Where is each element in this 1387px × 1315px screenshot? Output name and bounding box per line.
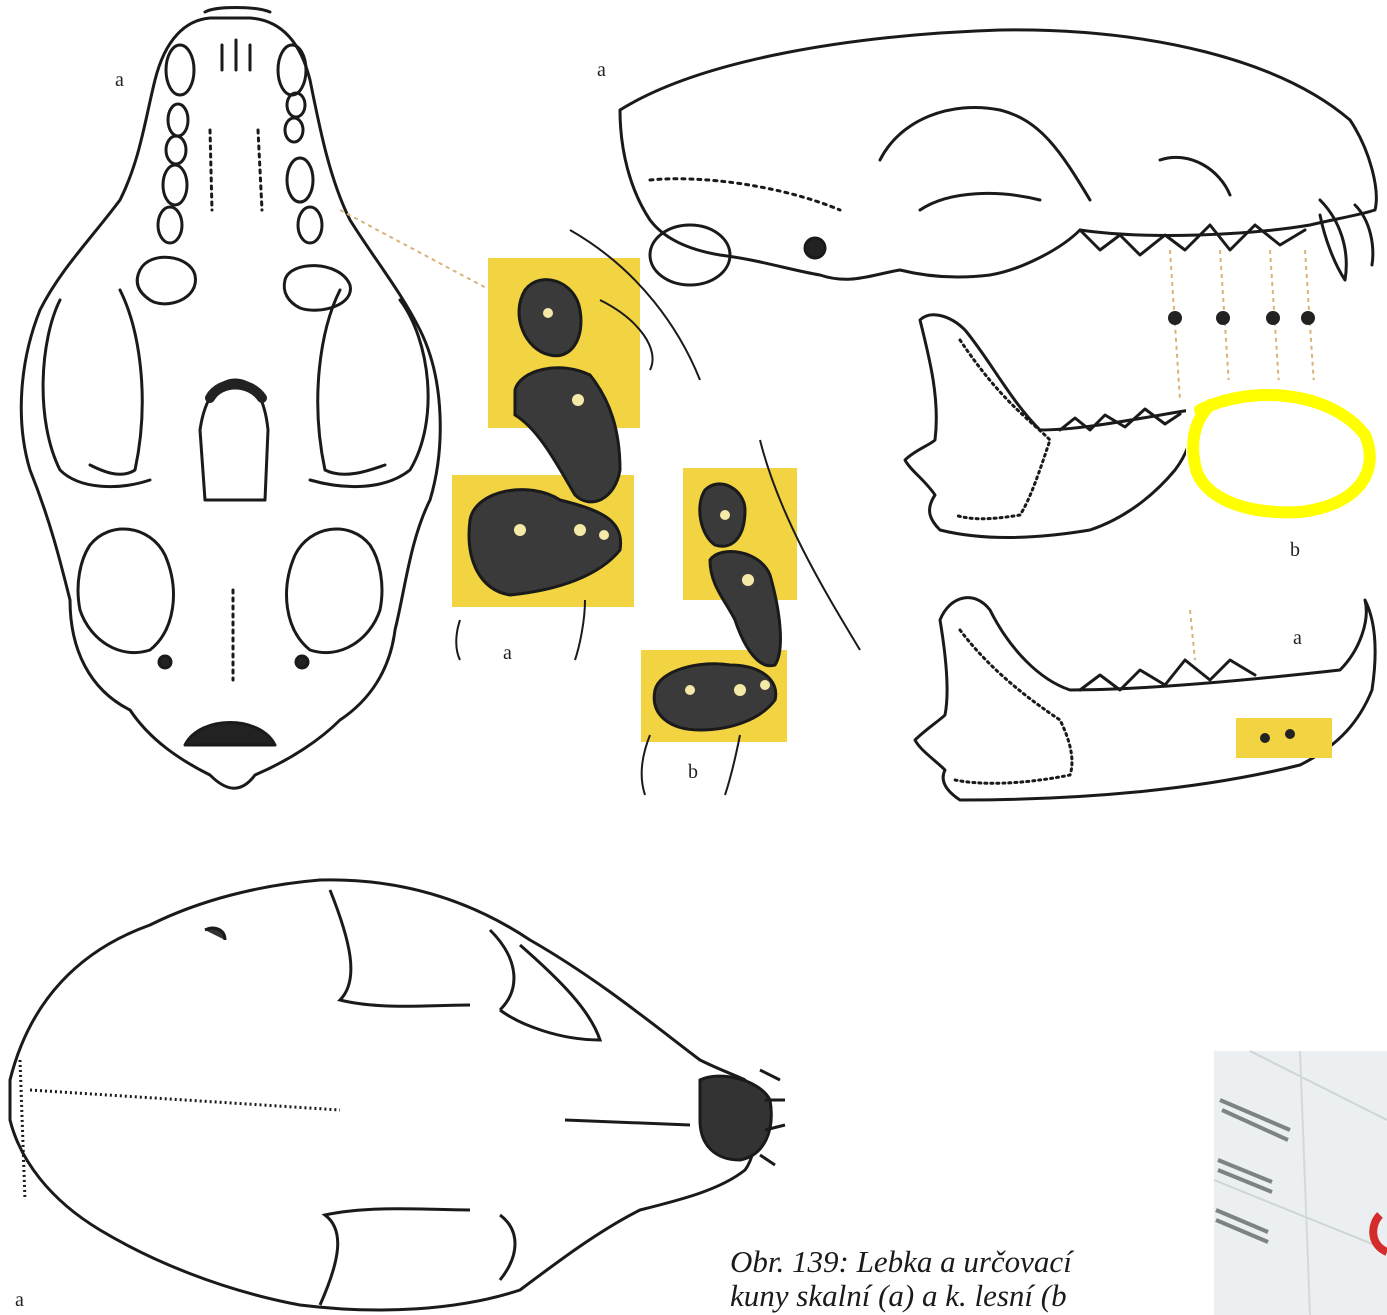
caption-line-2: kuny skalní (a) a k. lesní (b: [730, 1279, 1230, 1313]
label-mandible-b: b: [1290, 540, 1300, 560]
mandible-a-drawing: [915, 598, 1375, 800]
skull-dorsal-drawing: [10, 880, 785, 1310]
teeth-detail-b: [641, 440, 860, 795]
label-skull-dorsal-top: a: [115, 70, 124, 90]
label-mandible-a: a: [1293, 628, 1302, 648]
label-teeth-group-a: a: [503, 643, 512, 663]
dot-markers: [1168, 311, 1315, 325]
caption-line-1: Obr. 139: Lebka a určovací: [730, 1245, 1230, 1279]
ceiling-photo: [1214, 1051, 1387, 1315]
label-teeth-group-b: b: [688, 762, 698, 782]
figure-caption: Obr. 139: Lebka a určovací kuny skalní (…: [730, 1245, 1230, 1315]
label-skull-bottom: a: [15, 1290, 24, 1310]
mandible-b-drawing: [905, 315, 1192, 538]
circle-annotation: [1186, 380, 1387, 530]
skull-ventral-drawing: [21, 8, 440, 789]
skull-lateral-drawing: [620, 30, 1376, 285]
mandible-detail-box: [1236, 718, 1332, 758]
label-skull-lateral: a: [597, 60, 606, 80]
teeth-detail-a: [452, 230, 700, 660]
